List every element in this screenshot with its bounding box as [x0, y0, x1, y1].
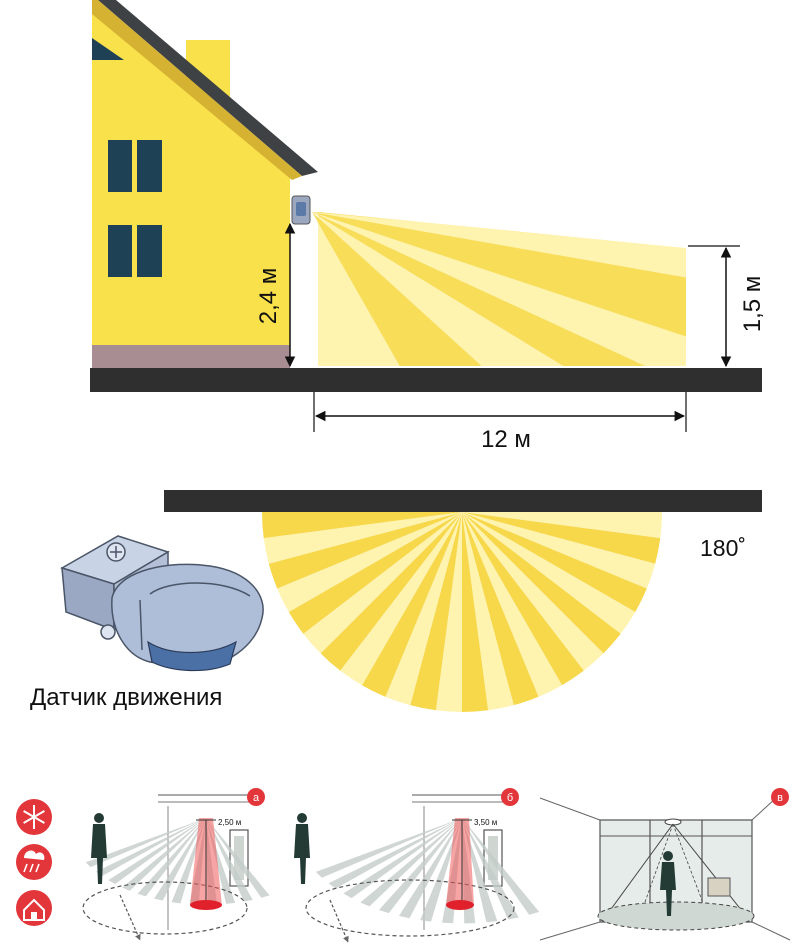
plan-beam-wedge	[340, 512, 462, 686]
window-upper	[108, 140, 162, 192]
scene-c-letter: в	[777, 792, 783, 804]
scene-b-letter: б	[507, 792, 513, 804]
detection-ray	[462, 818, 498, 923]
detection-ray	[420, 818, 462, 922]
plan-beam-wedge	[263, 512, 462, 564]
detection-ray	[462, 818, 540, 915]
plan-beam-wedge	[385, 512, 462, 706]
detection-ray	[328, 818, 462, 889]
side-beam-wedge	[312, 212, 482, 366]
plan-view: 180˚	[164, 490, 762, 712]
plan-beam-wedge	[462, 512, 562, 697]
detection-ray	[360, 818, 462, 907]
weather-icons	[16, 799, 52, 926]
snowflake-icon	[16, 799, 52, 835]
side-beam-wedge	[312, 212, 634, 243]
house	[92, 0, 318, 369]
scene-b-fan	[315, 818, 540, 924]
wall-sensor-icon	[291, 195, 311, 225]
sensor-caption: Датчик движения	[30, 684, 222, 711]
house-foundation	[92, 345, 290, 369]
detection-ray	[108, 818, 206, 885]
detection-ray	[85, 818, 206, 868]
plan-beam-wedge	[462, 512, 604, 671]
detection-ray	[206, 818, 270, 898]
plan-beam-wedge	[303, 512, 462, 654]
attic-window	[92, 38, 124, 60]
roof-trim-shade	[92, 0, 302, 180]
person-icon	[294, 813, 310, 884]
plan-beam-wedge	[462, 512, 539, 706]
plan-beam-wedge	[462, 512, 647, 612]
plan-beam-wedge	[462, 512, 636, 634]
mount-height-label: 2,4 м	[255, 268, 282, 325]
plan-beam-wedge	[410, 512, 462, 711]
side-beam-wedge	[312, 212, 686, 337]
angle-label: 180˚	[700, 535, 746, 561]
side-beam	[312, 212, 686, 366]
detection-ray	[122, 818, 206, 891]
plan-beam-wedge	[288, 512, 462, 634]
plan-beam-wedge	[320, 512, 462, 671]
scene-a-height: 2,50 м	[218, 818, 241, 827]
detection-ray	[206, 818, 253, 902]
side-view: 2,4 м 1,5 м 12 м	[90, 0, 766, 453]
plan-beam-wedge	[268, 512, 462, 589]
plan-beam-wedge	[362, 512, 462, 697]
side-screw-icon	[100, 624, 116, 640]
plan-beam-wedge	[462, 512, 584, 686]
detection-ray	[154, 818, 206, 901]
motion-sensor-illustration: Датчик движения	[30, 535, 264, 711]
detection-ray	[462, 818, 519, 920]
person-icon	[91, 813, 107, 884]
detection-ray	[137, 818, 206, 897]
detection-ray	[96, 818, 206, 877]
plan-beam-wedge	[435, 512, 462, 712]
scene-c: в	[539, 788, 791, 941]
detection-ray	[315, 818, 462, 878]
plan-beam-wedge	[262, 512, 462, 539]
plan-beam-wedge	[462, 512, 621, 654]
window-lower	[108, 225, 162, 277]
side-beam-wedge	[312, 212, 646, 366]
plan-beam-wedge	[462, 512, 662, 539]
rain-icon	[16, 844, 52, 880]
detection-ray	[378, 818, 462, 914]
detection-ray	[343, 818, 462, 899]
person-icon	[660, 851, 676, 916]
wall-bar	[164, 490, 762, 512]
side-beam-wedge	[312, 212, 424, 223]
far-height-label: 1,5 м	[739, 276, 766, 333]
plan-beam	[262, 512, 662, 712]
scene-b: 3,50 м б	[294, 788, 540, 943]
roof-trim	[98, 0, 318, 176]
plan-beam-wedge	[462, 512, 661, 564]
plan-beam-wedge	[462, 512, 514, 711]
plan-beam-wedge	[277, 512, 462, 612]
ground	[90, 368, 762, 392]
detection-ray	[399, 818, 462, 919]
scene-a-letter: а	[253, 792, 260, 804]
scene-a-fan	[85, 818, 270, 905]
range-label: 12 м	[481, 426, 531, 453]
plan-beam-wedge	[462, 512, 656, 589]
plan-beam-wedge	[462, 512, 489, 712]
scene-a: 2,50 м а	[82, 788, 270, 941]
home-icon	[16, 890, 52, 926]
scene-b-height: 3,50 м	[474, 818, 497, 827]
